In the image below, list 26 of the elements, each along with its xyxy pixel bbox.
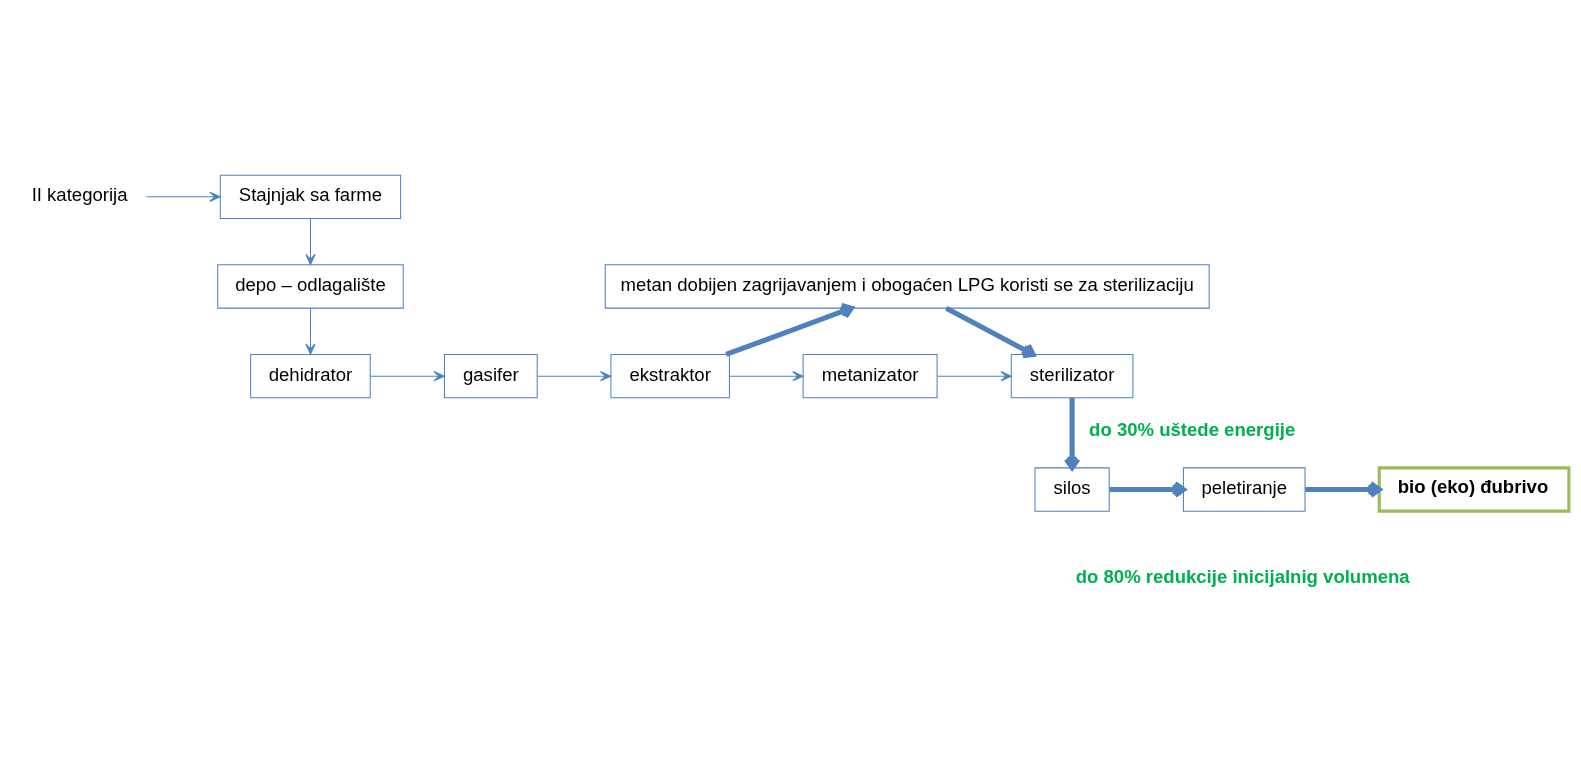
node-box: depo – odlagalište <box>216 263 404 309</box>
arrow <box>1063 397 1080 470</box>
node-box: dehidrator <box>249 353 371 398</box>
arrow <box>369 370 445 381</box>
arrow <box>944 305 1036 358</box>
arrow <box>936 370 1012 381</box>
node-box: bio (eko) đubrivo <box>1377 465 1570 513</box>
node-text: II kategorija <box>31 183 128 205</box>
arrow <box>145 191 221 202</box>
arrow <box>304 307 316 355</box>
node-box: gasifer <box>443 353 538 398</box>
arrow <box>1108 480 1186 498</box>
node-box: silos <box>1034 466 1110 512</box>
node-box: metanizator <box>802 353 938 398</box>
node-box: sterilizator <box>1010 353 1133 398</box>
node-box: Stajnjak sa farme <box>219 174 401 219</box>
arrow <box>536 370 611 381</box>
arrow <box>304 217 316 265</box>
node-box: ekstraktor <box>609 353 730 398</box>
arrow <box>728 370 804 381</box>
node-box: peletiranje <box>1182 466 1306 512</box>
arrow <box>1304 480 1382 498</box>
edge-label: do 30% uštede energije <box>1088 418 1295 440</box>
label: do 80% redukcije inicijalnig volumena <box>1075 565 1410 587</box>
node-box: metan dobijen zagrijavanjem i obogaćen LPG koristi se za sterilizaciju <box>604 263 1210 309</box>
arrow <box>724 302 854 357</box>
